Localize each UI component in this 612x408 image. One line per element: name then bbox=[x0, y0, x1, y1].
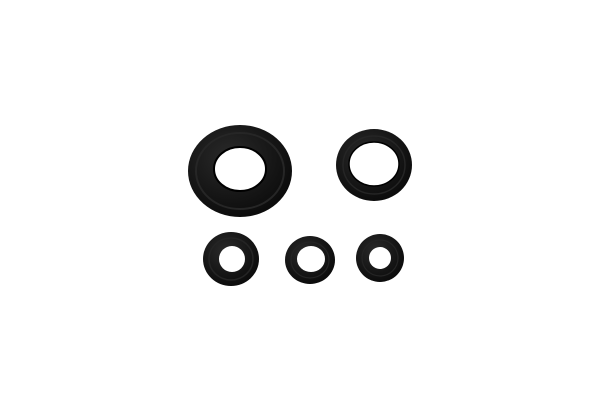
large-oil-seal bbox=[188, 125, 292, 217]
small-oil-seal-middle bbox=[285, 236, 335, 284]
small-oil-seal-right bbox=[356, 234, 404, 282]
medium-oil-seal bbox=[336, 129, 412, 201]
small-oil-seal-left bbox=[203, 232, 259, 286]
